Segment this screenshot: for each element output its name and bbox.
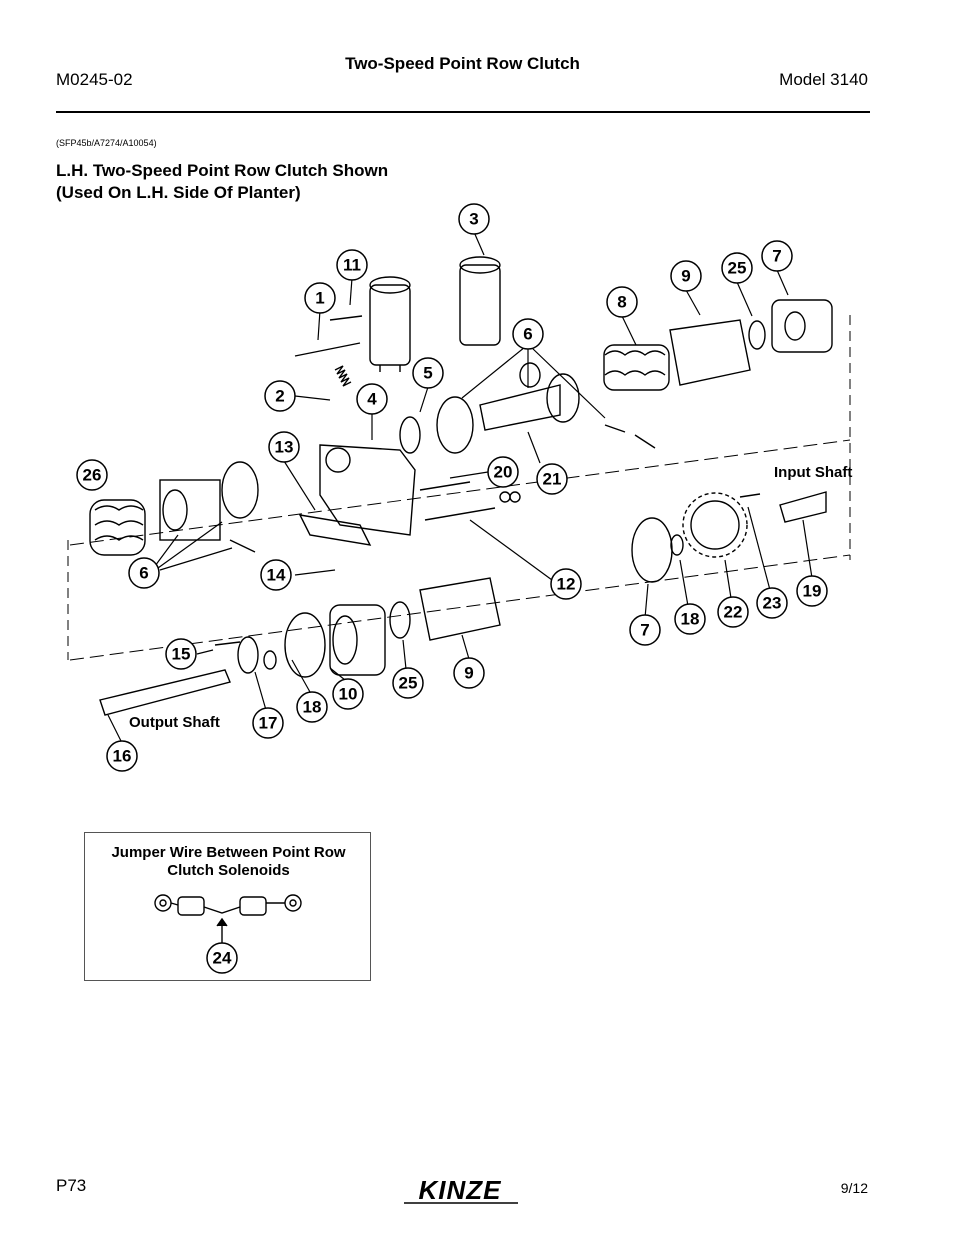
- callout-2: 2: [275, 387, 284, 406]
- callout-15: 15: [172, 645, 191, 664]
- page-number: P73: [56, 1176, 87, 1195]
- kinze-logo-text: KINZE: [419, 1176, 502, 1205]
- callout-3: 3: [469, 210, 478, 229]
- callout-16: 16: [113, 747, 132, 766]
- callout-22: 22: [724, 603, 743, 622]
- input-shaft-label: Input Shaft: [774, 464, 852, 481]
- callout-9-bottom: 9: [464, 664, 473, 683]
- callout-6-top: 6: [523, 325, 532, 344]
- inset-title-line2: Clutch Solenoids: [167, 862, 290, 879]
- callout-19: 19: [803, 582, 822, 601]
- callout-12: 12: [557, 575, 576, 594]
- header-rule: [56, 111, 870, 113]
- figure-title-line1: L.H. Two-Speed Point Row Clutch Shown: [56, 161, 389, 180]
- callout-17: 17: [259, 714, 278, 733]
- callout-1: 1: [315, 289, 324, 308]
- output-shaft-label: Output Shaft: [129, 714, 220, 731]
- callout-10: 10: [339, 685, 358, 704]
- callout-13: 13: [275, 438, 294, 457]
- callout-18-right: 18: [681, 610, 700, 629]
- kinze-logo: KINZE: [404, 1176, 518, 1205]
- jumper-wire-drawing: 24: [154, 894, 302, 974]
- model-label: Model 3140: [779, 70, 868, 89]
- callout-14: 14: [267, 566, 286, 585]
- revision-date: 9/12: [840, 1180, 868, 1196]
- inset-title-line1: Jumper Wire Between Point Row: [111, 844, 346, 861]
- callout-9-top: 9: [681, 267, 690, 286]
- callout-6-left: 6: [139, 564, 148, 583]
- callout-25-top: 25: [728, 259, 747, 278]
- callout-25-bottom: 25: [399, 674, 418, 693]
- figure-ref-code: (SFP45b/A7274/A10054): [56, 138, 157, 148]
- callout-8: 8: [617, 293, 626, 312]
- callout-7-bottom: 7: [640, 621, 649, 640]
- callout-4: 4: [367, 390, 377, 409]
- doc-number: M0245-02: [56, 70, 133, 89]
- callout-5: 5: [423, 364, 432, 383]
- jumper-wire-inset: Jumper Wire Between Point Row Clutch Sol…: [84, 832, 371, 981]
- section-title: Two-Speed Point Row Clutch: [345, 54, 580, 73]
- callout-11: 11: [343, 256, 361, 275]
- callout-24: 24: [213, 949, 232, 968]
- callout-7-top: 7: [772, 247, 781, 266]
- figure-title-line2: (Used On L.H. Side Of Planter): [56, 183, 301, 202]
- callout-21: 21: [543, 470, 562, 489]
- callout-26: 26: [83, 466, 102, 485]
- callout-20: 20: [494, 463, 513, 482]
- callout-23: 23: [763, 594, 782, 613]
- exploded-parts-diagram: 3 11 1 2 4 5 6 8 9 25 7 13 20 21 12 14 2…: [67, 203, 852, 772]
- callout-18-left: 18: [303, 698, 322, 717]
